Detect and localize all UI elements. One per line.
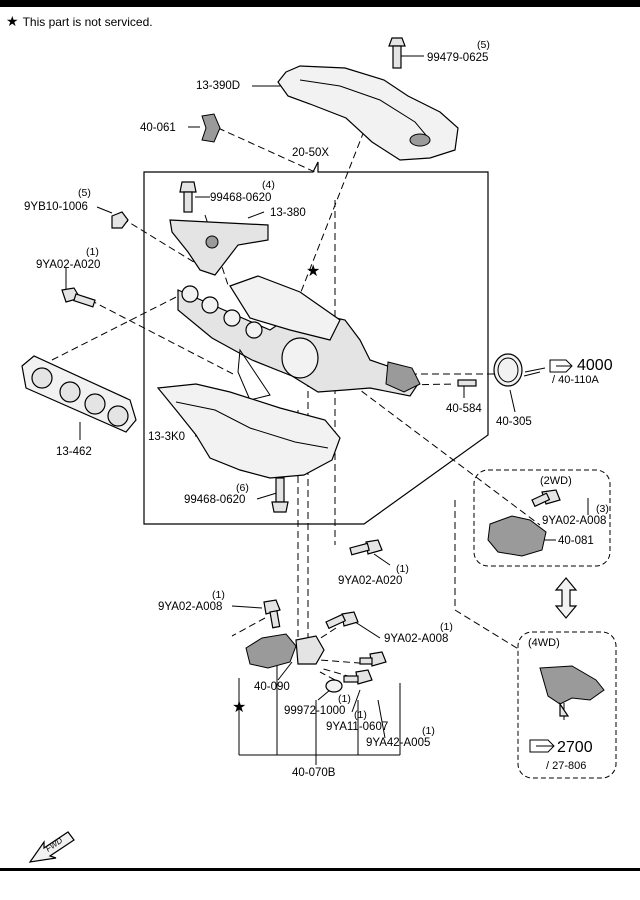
heat-insulator-upper [277,65,459,161]
callout-13-380[interactable]: 13-380 [270,207,306,219]
callout-13-462[interactable]: 13-462 [56,446,92,458]
star-icon: ★ [6,13,19,29]
qty-9ya02-lower-left: (1) [212,589,225,601]
reference-27-806[interactable]: / 27-806 [546,760,586,772]
qty-99479: (5) [477,39,490,51]
bottom-rule [0,868,640,871]
bolt-9ya02-2wd [531,489,561,508]
washer-99972 [325,679,343,693]
callout-40-584[interactable]: 40-584 [446,403,482,415]
bolt-9ya02-left [61,287,96,308]
fwd-arrow-icon [28,831,75,863]
callout-9ya02-a020-center[interactable]: 9YA02-A020 [338,575,402,587]
bolt-99479 [388,37,406,69]
callout-20-50x[interactable]: 20-50X [292,147,329,159]
bolt-99468-lower [271,477,289,513]
qty-9ya02-left: (1) [86,246,99,258]
heat-insulator-upper-rib [299,79,431,141]
qty-9ya02-2wd: (3) [596,503,609,515]
label-2wd: (2WD) [540,475,572,487]
callout-99468-0620-upper[interactable]: 99468-0620 [210,192,271,204]
callout-9ya11-0607[interactable]: 9YA11-0607 [326,721,388,733]
bracket-40-090 [245,633,297,669]
callout-13-3k0[interactable]: 13-3K0 [148,431,185,443]
bolt-99468-upper [179,181,197,213]
callout-40-305[interactable]: 40-305 [496,416,532,428]
callout-40-070b[interactable]: 40-070B [292,767,336,779]
either-or-arrow-icon [554,577,578,619]
bolt-9ya02-lower-right [325,611,359,630]
assembly-frame [143,161,489,525]
qty-99972: (1) [338,693,351,705]
not-serviced-note: ★This part is not serviced. [6,13,153,30]
star-icon-bracket: ★ [232,699,246,716]
nut-9yb10 [111,211,129,229]
reference-2700[interactable]: 2700 [557,739,593,756]
bolt-9ya02-center [349,539,383,556]
callout-9ya02-a008-2wd[interactable]: 9YA02-A008 [542,515,606,527]
star-icon-manifold: ★ [306,263,320,280]
bracket-4wd [539,665,605,705]
label-4wd: (4WD) [528,637,560,649]
exhaust-manifold-catalyst [177,275,421,401]
qty-9ya42: (1) [422,725,435,737]
2wd-group-box [473,469,611,567]
bolt-9ya42 [359,651,387,667]
callout-lines [65,55,589,765]
bracket-hole [205,235,219,249]
callout-9ya02-a008-lower-right[interactable]: 9YA02-A008 [384,633,448,645]
heat-insulator-lower [156,383,341,479]
callout-99468-0620-lower[interactable]: 99468-0620 [184,494,245,506]
callout-9ya02-a008-lower-left[interactable]: 9YA02-A008 [158,601,222,613]
qty-9ya02-lower-right: (1) [440,621,453,633]
rubber-mount [201,113,221,143]
hand-pointer-icon-2700 [529,739,555,753]
qty-99468-upper: (4) [262,179,275,191]
qty-9ya02-center: (1) [396,563,409,575]
stud-40-584 [457,379,477,387]
reference-40-110a[interactable]: / 40-110A [552,374,600,386]
callout-40-081[interactable]: 40-081 [558,535,594,547]
bolt-9ya02-lower-left [263,599,281,629]
qty-99468-lower: (6) [236,482,249,494]
qty-9ya11: (1) [354,709,367,721]
heat-insulator-upper-hole [409,133,431,147]
qty-9yb10: (5) [78,187,91,199]
reference-4000[interactable]: 4000 [577,357,613,374]
heat-insulator-bracket [169,219,269,276]
callout-9ya42-a005[interactable]: 9YA42-A005 [366,737,430,749]
bracket-40-081 [487,515,547,557]
callout-40-090[interactable]: 40-090 [254,681,290,693]
callout-40-061[interactable]: 40-061 [140,122,176,134]
4wd-group-box [517,631,617,779]
hand-pointer-icon-4000 [549,359,573,373]
note-text: This part is not serviced. [22,15,153,29]
callout-99972-1000[interactable]: 99972-1000 [284,705,345,717]
callout-9ya02-a020-left[interactable]: 9YA02-A020 [36,259,100,271]
callout-13-390d[interactable]: 13-390D [196,80,240,92]
callout-9yb10-1006[interactable]: 9YB10-1006 [24,201,88,213]
callout-99479-0625[interactable]: 99479-0625 [427,52,488,64]
bolt-9ya11 [343,669,373,685]
top-rule [0,0,640,7]
exhaust-manifold-gasket [21,355,137,433]
